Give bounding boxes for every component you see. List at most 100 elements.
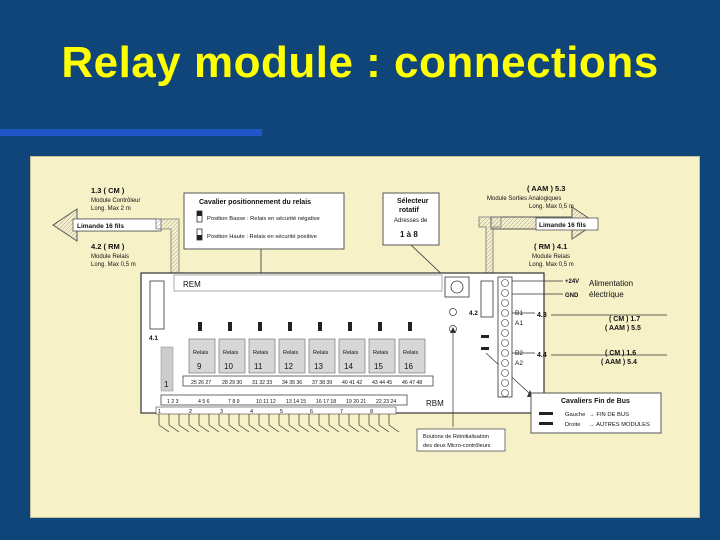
connector-41-label: 4.1 bbox=[149, 335, 158, 342]
svg-text:Relais: Relais bbox=[283, 350, 299, 356]
cm-13-module: Module Contrôleur bbox=[91, 198, 140, 204]
svg-text:12: 12 bbox=[284, 362, 293, 371]
rem-label: REM bbox=[183, 280, 201, 289]
relay-4: Relais 12 bbox=[278, 338, 306, 374]
rm-41-length: Long. Max 0,5 m bbox=[529, 262, 574, 268]
svg-text:Relais: Relais bbox=[343, 350, 359, 356]
rm-42-length: Long. Max 0,5 m bbox=[91, 262, 136, 268]
svg-text:25 26 27: 25 26 27 bbox=[191, 380, 211, 386]
endbus-left-val: → FIN DE BUS bbox=[589, 412, 629, 418]
row-one-label: 1 bbox=[164, 380, 169, 389]
endbus-right-icon bbox=[539, 422, 553, 425]
cm-13-length: Long. Max 2 m bbox=[91, 206, 131, 212]
svg-text:1 2 3: 1 2 3 bbox=[167, 399, 179, 405]
reset-button-1[interactable] bbox=[449, 308, 457, 316]
svg-text:2: 2 bbox=[189, 409, 192, 415]
relay-5: Relais 13 bbox=[308, 338, 336, 374]
upper-terminal-labels: 25 26 27 28 29 30 31 32 33 34 35 36 37 3… bbox=[191, 380, 422, 386]
svg-text:19 20 21: 19 20 21 bbox=[346, 399, 366, 405]
svg-text:5: 5 bbox=[280, 409, 283, 415]
svg-text:46 47 48: 46 47 48 bbox=[402, 380, 422, 386]
svg-text:11: 11 bbox=[254, 362, 263, 371]
svg-text:3: 3 bbox=[220, 409, 223, 415]
link-43-aam: ( AAM ) 5.5 bbox=[605, 325, 641, 332]
selector-addr: Adresses de bbox=[394, 218, 428, 224]
endbus-right: Droite bbox=[565, 422, 580, 428]
power-plus: +24V bbox=[565, 279, 579, 285]
svg-text:Relais: Relais bbox=[373, 350, 389, 356]
bus-b1: B1 bbox=[515, 310, 523, 317]
link-44-cm: ( CM ) 1.6 bbox=[605, 350, 636, 357]
svg-text:Relais: Relais bbox=[313, 350, 329, 356]
right-ribbon-label: Limande 16 fils bbox=[539, 222, 586, 229]
svg-text:34 35 36: 34 35 36 bbox=[282, 380, 302, 386]
slide-title: Relay module : connections bbox=[61, 38, 659, 87]
screw-terminal-column bbox=[497, 276, 513, 398]
svg-text:9: 9 bbox=[197, 362, 202, 371]
power-label-2: électrique bbox=[589, 290, 624, 299]
jumper-low-text: Position Basse : Relais en sécurité néga… bbox=[207, 216, 320, 222]
rem-frame bbox=[173, 274, 443, 292]
left-grey-strip bbox=[160, 346, 174, 392]
svg-text:40 41 42: 40 41 42 bbox=[342, 380, 362, 386]
svg-text:10 11 12: 10 11 12 bbox=[256, 399, 276, 405]
svg-text:1: 1 bbox=[158, 409, 161, 415]
endbus-jumper-2[interactable] bbox=[481, 347, 489, 350]
endbus-left-icon bbox=[539, 412, 553, 415]
svg-text:28 29 30: 28 29 30 bbox=[222, 380, 242, 386]
svg-text:4 5 6: 4 5 6 bbox=[198, 399, 210, 405]
svg-text:10: 10 bbox=[224, 362, 233, 371]
title-underline bbox=[0, 129, 262, 136]
relay-connection-diagram: 1.3 ( CM ) Module Contrôleur Long. Max 2… bbox=[30, 156, 700, 518]
aam-53-module: Module Sorties Analogiques bbox=[487, 196, 561, 202]
lower-terminal-strip bbox=[160, 394, 408, 406]
svg-text:43 44 45: 43 44 45 bbox=[372, 380, 392, 386]
endbus-right-val: → AUTRES MODULES bbox=[589, 422, 650, 428]
link-44-num: 4.4 bbox=[537, 352, 547, 359]
connector-41 bbox=[149, 280, 165, 330]
link-43-num: 4.3 bbox=[537, 312, 547, 319]
rm-41-ref: ( RM ) 4.1 bbox=[534, 242, 567, 251]
connector-42-label: 4.2 bbox=[469, 310, 478, 317]
power-label-1: Alimentation bbox=[589, 279, 633, 288]
lower-terminal-labels: 1 2 3 4 5 6 7 8 9 10 11 12 13 14 15 16 1… bbox=[167, 399, 396, 405]
svg-text:Relais: Relais bbox=[253, 350, 269, 356]
right-ribbon-bend bbox=[478, 216, 502, 276]
link-44-aam: ( AAM ) 5.4 bbox=[601, 359, 637, 366]
bus-b2: B2 bbox=[515, 350, 523, 357]
jumper-info-title: Cavalier positionnement du relais bbox=[199, 199, 311, 206]
rbm-label: RBM bbox=[426, 399, 444, 408]
aam-53-length: Long. Max 0,5 m bbox=[529, 204, 574, 210]
reset-caption-1: Boutons de Réinitialisation bbox=[423, 434, 489, 440]
relay-1: Relais 9 bbox=[188, 338, 216, 374]
left-ribbon-label: Limande 16 fils bbox=[77, 223, 124, 230]
svg-text:6: 6 bbox=[310, 409, 313, 415]
svg-text:13: 13 bbox=[314, 362, 323, 371]
svg-text:14: 14 bbox=[344, 362, 353, 371]
svg-text:7 8 9: 7 8 9 bbox=[228, 399, 240, 405]
selector-line1: Sélecteur bbox=[397, 198, 429, 205]
connector-42 bbox=[480, 280, 494, 318]
svg-text:37 38 39: 37 38 39 bbox=[312, 380, 332, 386]
endbus-jumper-1[interactable] bbox=[481, 335, 489, 338]
endbus-left: Gauche bbox=[565, 412, 585, 418]
svg-text:Relais: Relais bbox=[193, 350, 209, 356]
left-ribbon-bend bbox=[155, 218, 180, 276]
endbus-title: Cavaliers Fin de Bus bbox=[561, 398, 630, 405]
svg-text:13 14 15: 13 14 15 bbox=[286, 399, 306, 405]
relay-jumpers bbox=[198, 322, 412, 331]
svg-text:4: 4 bbox=[250, 409, 253, 415]
svg-text:Relais: Relais bbox=[403, 350, 419, 356]
relay-3: Relais 11 bbox=[248, 338, 276, 374]
jumper-info-box bbox=[183, 192, 345, 250]
rm-42-module: Module Relais bbox=[91, 254, 129, 260]
rotary-knob-icon bbox=[450, 280, 464, 294]
svg-text:16 17 18: 16 17 18 bbox=[316, 399, 336, 405]
svg-text:7: 7 bbox=[340, 409, 343, 415]
upper-terminal-strip bbox=[182, 375, 434, 387]
svg-text:22 23 24: 22 23 24 bbox=[376, 399, 396, 405]
bus-a1: A1 bbox=[515, 320, 523, 327]
